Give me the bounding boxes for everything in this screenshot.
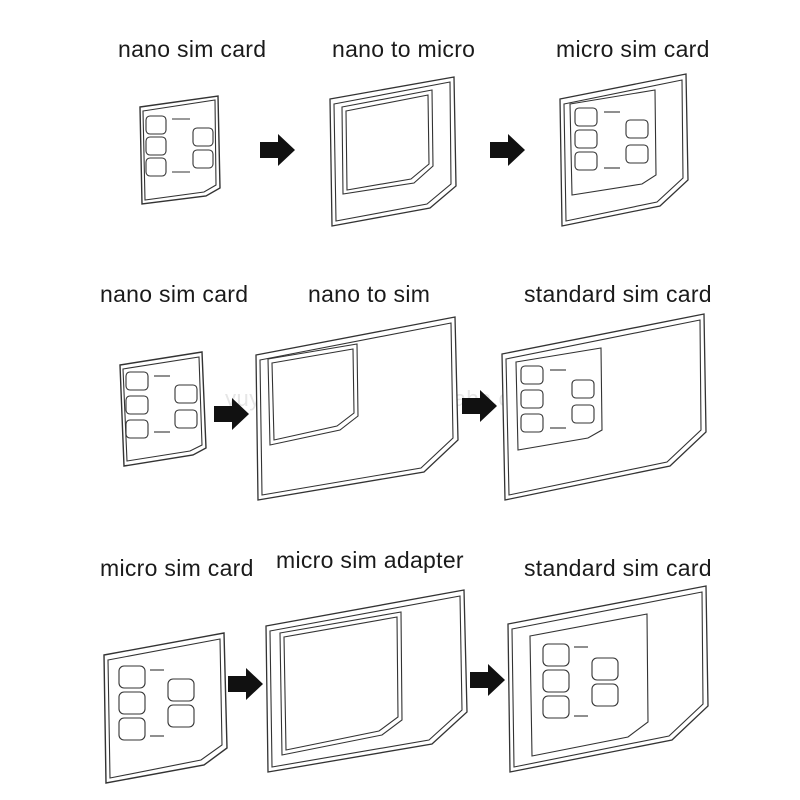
label-micro-sim-adapter: micro sim adapter bbox=[276, 547, 464, 573]
right-arrow-icon bbox=[260, 134, 295, 166]
sim-chip-icon bbox=[520, 365, 595, 433]
micro-sim-adapter bbox=[265, 589, 468, 773]
right-arrow-icon bbox=[470, 664, 505, 696]
micro-sim-card-2 bbox=[103, 632, 228, 784]
right-arrow-icon bbox=[214, 398, 249, 430]
micro-sim-card-1 bbox=[559, 73, 689, 227]
label-standard-sim-card: standard sim card bbox=[524, 281, 712, 307]
nano-sim-card-2 bbox=[119, 351, 207, 467]
label-nano-to-micro: nano to micro bbox=[332, 36, 476, 62]
sim-chip-icon bbox=[125, 371, 198, 439]
label-standard-sim-card-2: standard sim card bbox=[524, 555, 712, 581]
sim-chip-icon bbox=[118, 665, 195, 741]
label-nano-to-sim: nano to sim bbox=[308, 281, 431, 307]
sim-chip-icon bbox=[542, 643, 619, 719]
right-arrow-icon bbox=[490, 134, 525, 166]
nano-to-sim-adapter bbox=[255, 316, 459, 501]
label-nano-sim-card: nano sim card bbox=[118, 36, 267, 62]
right-arrow-icon bbox=[228, 668, 263, 700]
right-arrow-icon bbox=[462, 390, 497, 422]
label-micro-sim-card-2: micro sim card bbox=[100, 555, 254, 581]
standard-sim-card-2 bbox=[507, 585, 709, 773]
label-nano-sim-card-2: nano sim card bbox=[100, 281, 249, 307]
nano-sim-card-1 bbox=[139, 95, 221, 205]
label-micro-sim-card: micro sim card bbox=[556, 36, 710, 62]
sim-chip-icon bbox=[574, 107, 649, 171]
standard-sim-card-1 bbox=[501, 313, 707, 501]
sim-chip-icon bbox=[145, 115, 214, 177]
nano-to-micro-adapter bbox=[329, 76, 457, 227]
